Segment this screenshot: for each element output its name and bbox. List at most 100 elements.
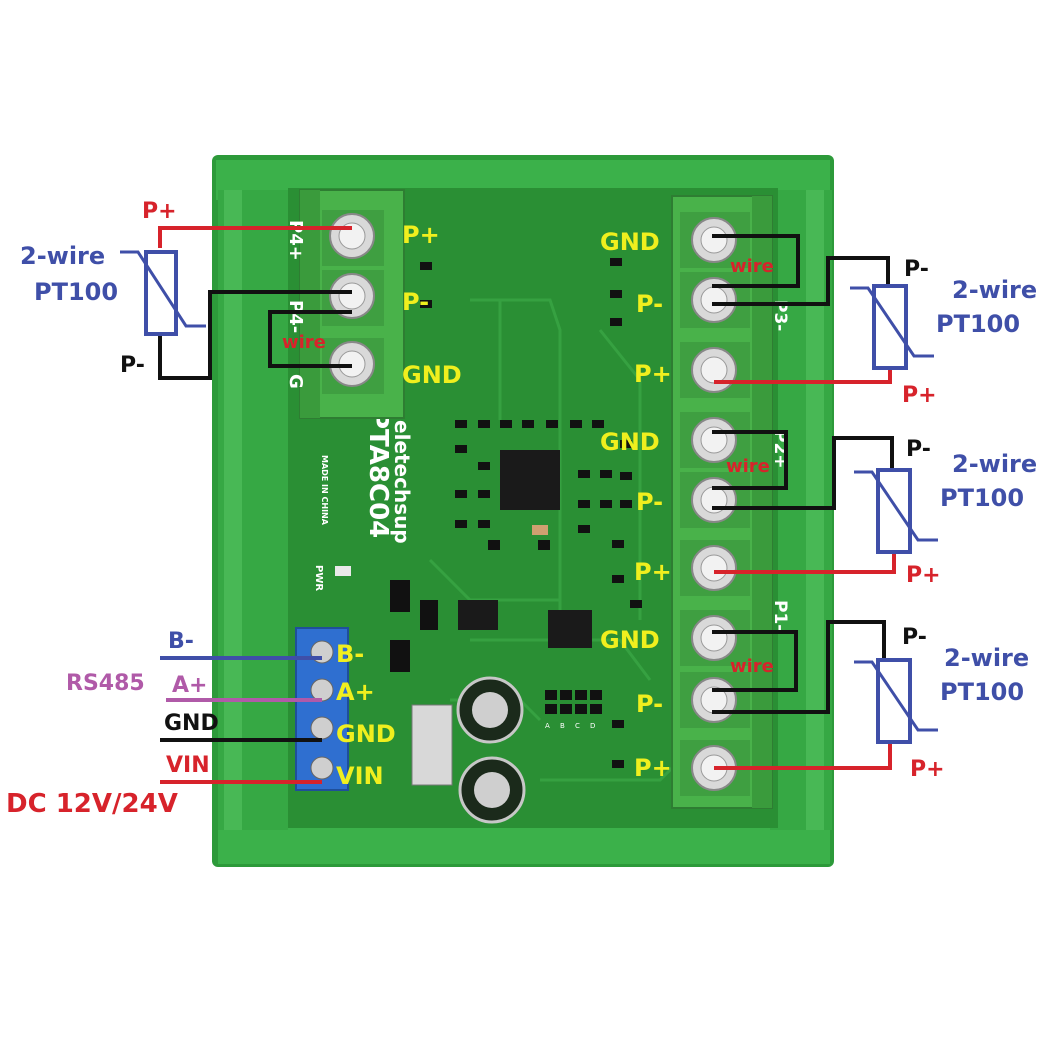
r1-wire-label: wire [730, 256, 774, 277]
r3-title-1: 2-wire [944, 644, 1029, 672]
left-term-gnd: GND [402, 361, 462, 389]
smd-part [592, 420, 604, 428]
r3-pminus-label: P- [902, 625, 927, 650]
smd-part [546, 420, 558, 428]
diode-d2 [390, 640, 410, 672]
left-edge-p4minus: P4- [285, 300, 306, 333]
pwr-led [335, 566, 351, 576]
right-pt100-symbol-3 [876, 658, 912, 744]
power-terminal-block [295, 627, 349, 791]
smd-part [610, 318, 622, 326]
r2-pminus-label: P- [906, 437, 931, 462]
left-title-2: PT100 [34, 278, 118, 306]
smd-part [420, 262, 432, 270]
left-sensor-wiring [120, 226, 352, 380]
brand-silk: eletechsup [390, 420, 414, 544]
left-term-pminus: P- [402, 288, 429, 316]
left-screw-2 [322, 270, 384, 326]
diode-d1 [390, 580, 410, 612]
r1-title-2: PT100 [936, 310, 1020, 338]
model-silk: PTA8C04 [363, 410, 393, 538]
svg-text:P3-: P3- [770, 300, 790, 331]
smd-part [478, 462, 490, 470]
r2-pplus-label: P+ [906, 563, 941, 588]
pwr-wire-gnd: GND [164, 711, 219, 736]
chip-label-a: A [545, 722, 550, 730]
pwr-wire-bminus: B- [168, 629, 194, 654]
pwr-silk: PWR [313, 565, 324, 591]
left-pt100-symbol [144, 250, 178, 336]
r1-title-1: 2-wire [952, 276, 1037, 304]
smd-part [578, 525, 590, 533]
ic-chip-rs485 [458, 600, 498, 630]
chip-label-b: B [560, 722, 565, 730]
left-terminal-block: P4+ P4- G [285, 189, 405, 419]
pwr-term-vin: VIN [336, 762, 384, 790]
rs485-label: RS485 [66, 671, 145, 696]
left-title-1: 2-wire [20, 242, 105, 270]
r2-term-pminus: P- [636, 488, 663, 516]
pwr-term-bminus: B- [336, 640, 364, 668]
r3-title-2: PT100 [940, 678, 1024, 706]
smd-part [620, 440, 632, 448]
right-sensor-1-wiring [712, 234, 934, 384]
left-pminus-label: P- [120, 353, 145, 378]
smd-part [478, 490, 490, 498]
smd-part [420, 300, 432, 308]
right-screw [680, 472, 750, 528]
smd-part [612, 760, 624, 768]
r1-term-pplus: P+ [634, 360, 672, 388]
smd-part [455, 520, 467, 528]
chip-label-c: C [575, 722, 580, 730]
pwr-term-aplus: A+ [336, 678, 375, 706]
left-pplus-label: P+ [142, 199, 177, 224]
regulator [411, 704, 453, 786]
smd-part [610, 290, 622, 298]
r2-term-gnd: GND [600, 428, 660, 456]
right-pt100-symbol-2 [876, 468, 912, 554]
left-wire-label: wire [282, 332, 326, 353]
r3-term-pplus: P+ [634, 754, 672, 782]
r2-wire-label: wire [726, 456, 770, 477]
smd-part [570, 420, 582, 428]
smd-part [620, 472, 632, 480]
smd-part [500, 420, 512, 428]
smd-part [610, 258, 622, 266]
right-screw [680, 342, 750, 398]
silkscreen: PTA8C04 eletechsup MADE IN CHINA PWR [313, 410, 414, 591]
smd-part [578, 470, 590, 478]
left-screw-1 [322, 210, 384, 266]
right-screw [680, 672, 750, 728]
ic-chip-main [500, 450, 560, 510]
ic-chip-adc [548, 610, 592, 648]
smd-resistors [420, 258, 642, 768]
r3-term-pminus: P- [636, 690, 663, 718]
left-term-pplus: P+ [402, 221, 440, 249]
svg-text:P1-: P1- [770, 600, 790, 631]
right-screw [680, 412, 750, 468]
r2-title-2: PT100 [940, 484, 1024, 512]
made-in-silk: MADE IN CHINA [320, 455, 329, 526]
right-screw [680, 212, 750, 268]
smd-part [455, 420, 467, 428]
r1-pminus-label: P- [904, 257, 929, 282]
left-edge-p4plus: P4+ [285, 220, 306, 261]
right-screw [680, 272, 750, 328]
smd-part [455, 445, 467, 453]
right-sensor-3-wiring [712, 620, 938, 770]
smd-part [612, 540, 624, 548]
r1-term-gnd: GND [600, 228, 660, 256]
chip-label-d: D [590, 722, 595, 730]
diode-d4 [420, 600, 438, 630]
right-sensor-2-wiring [712, 430, 938, 574]
smd-part [600, 470, 612, 478]
smd-part [578, 500, 590, 508]
smd-part [478, 520, 490, 528]
r3-term-gnd: GND [600, 626, 660, 654]
smd-part [630, 600, 642, 608]
pwr-wire-vin: VIN [166, 753, 210, 778]
smd-part [620, 500, 632, 508]
smd-part [612, 575, 624, 583]
